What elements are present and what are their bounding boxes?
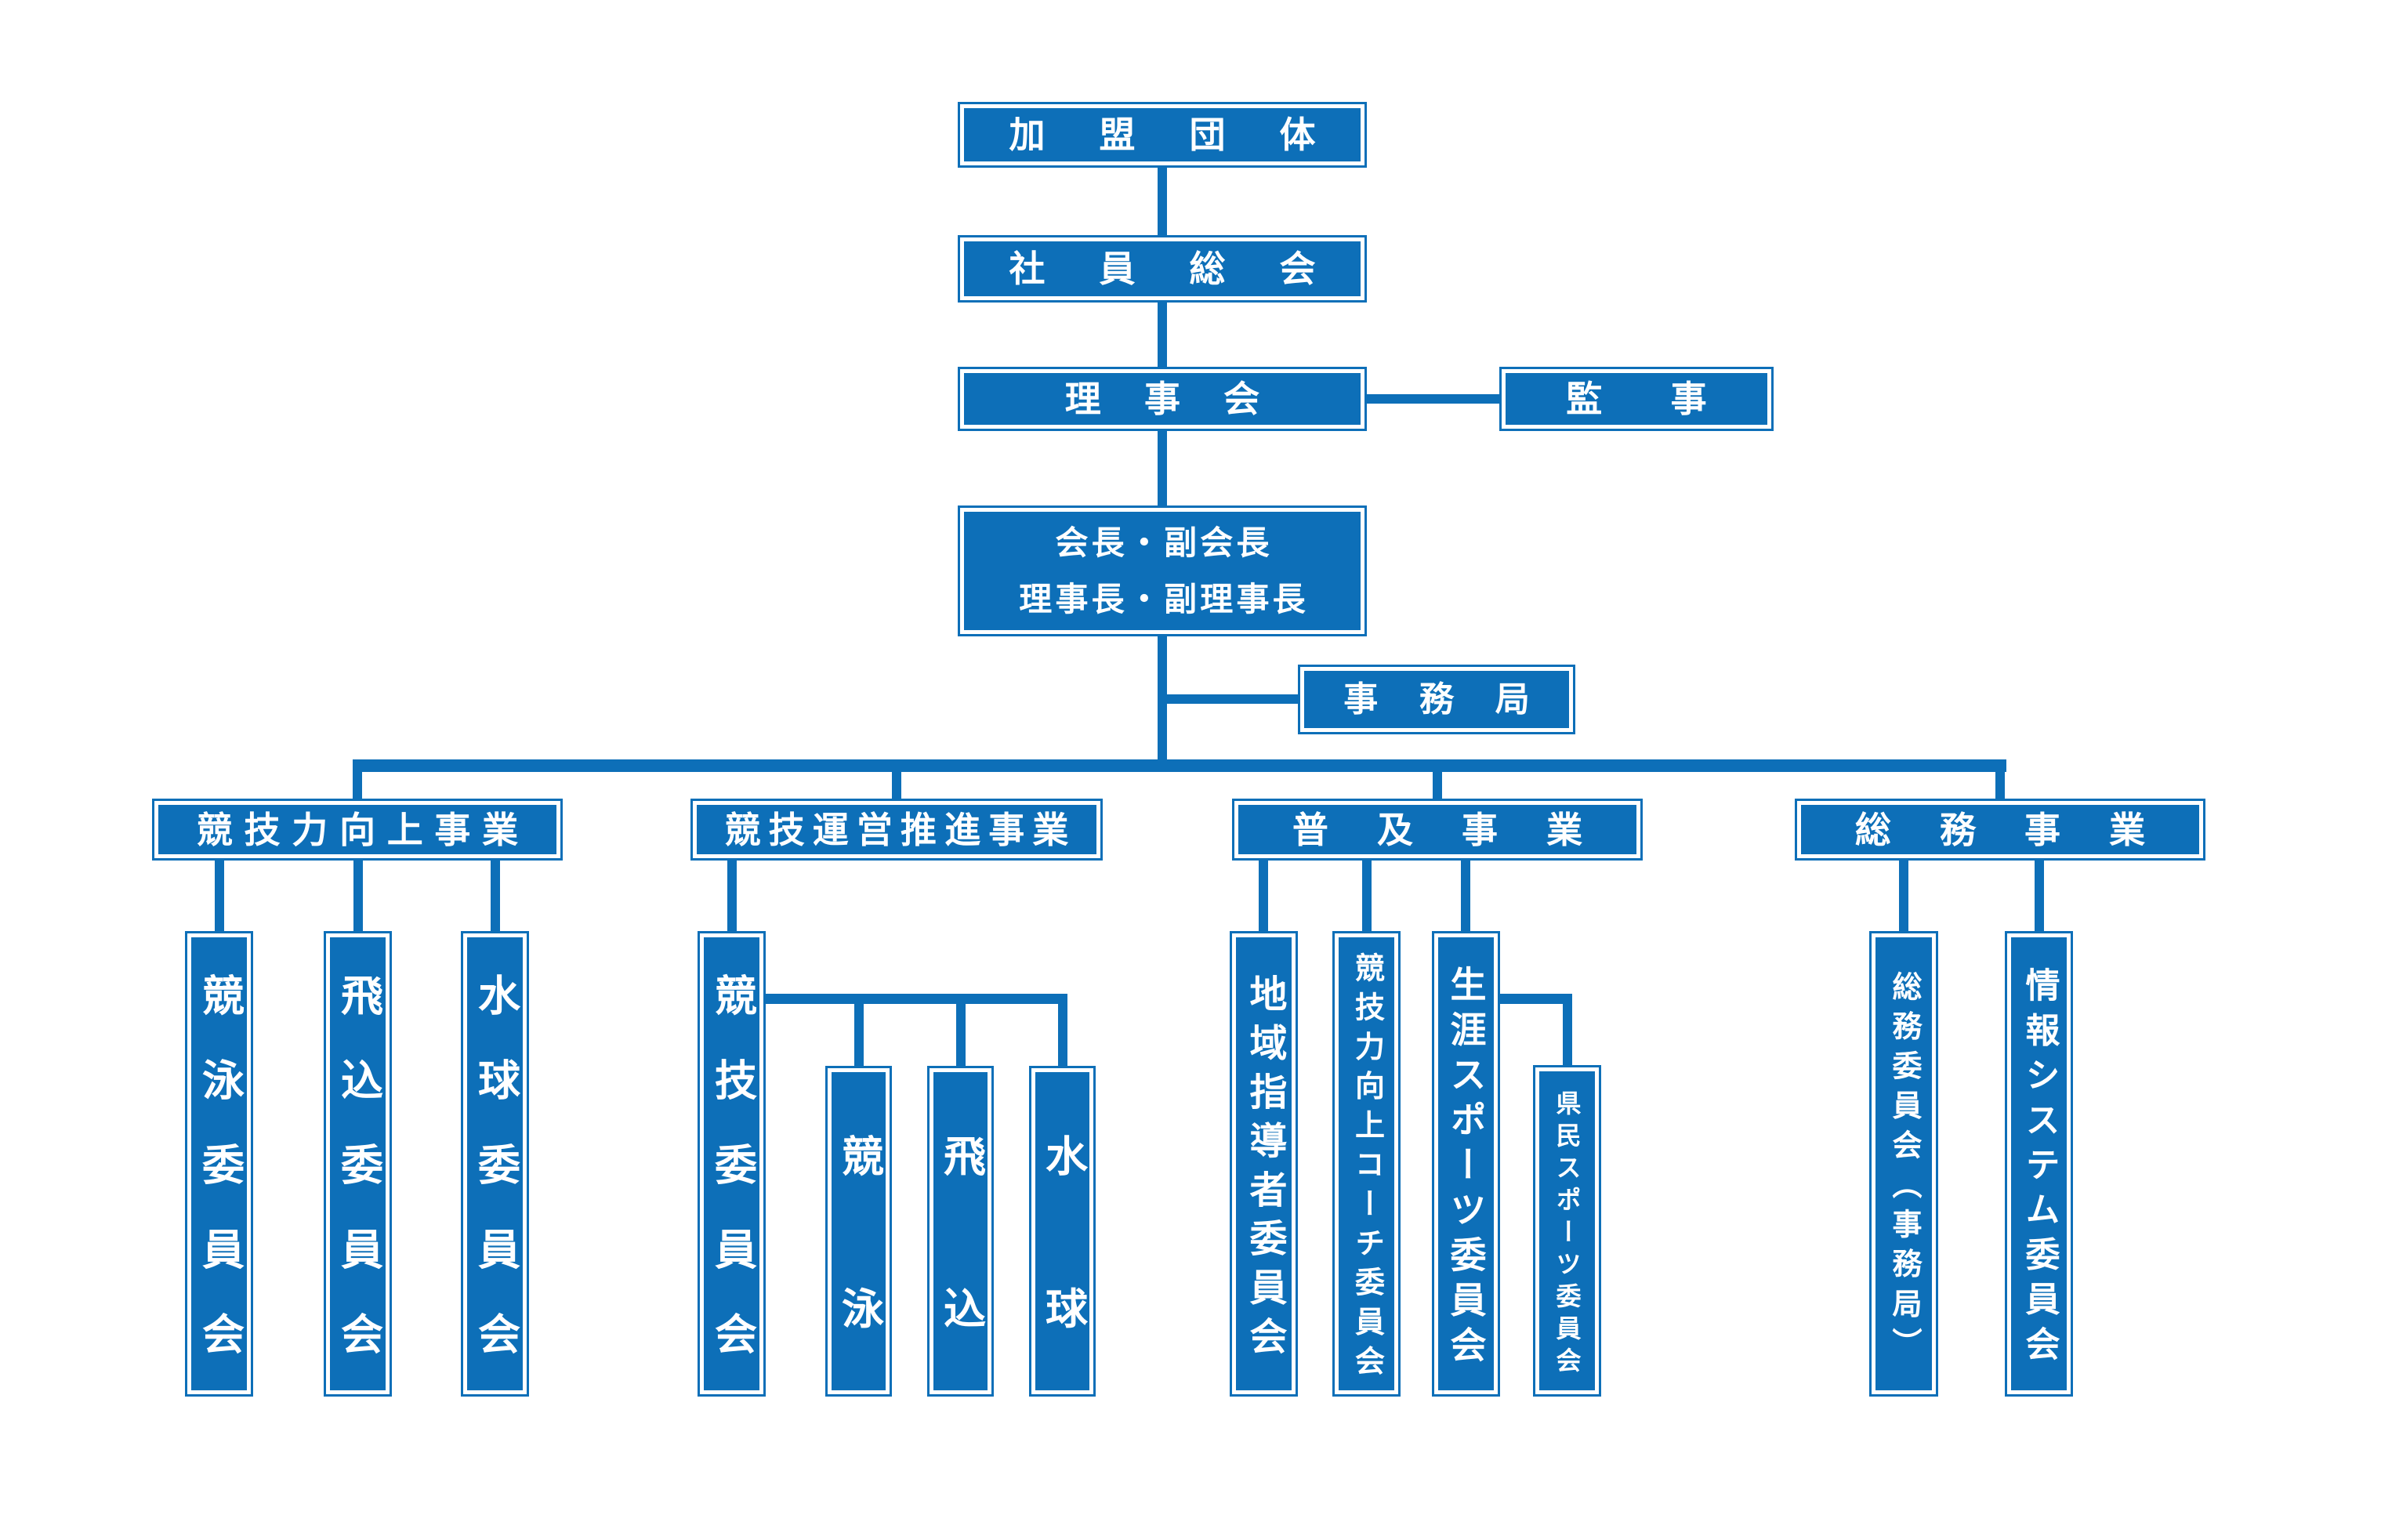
- connector-shain-rijikai: [1158, 301, 1167, 368]
- subcommittee-water-polo-label: 水球: [1038, 1133, 1086, 1439]
- committee-lifelong-sports-label: 生涯スポーツ委員会: [1445, 966, 1487, 1372]
- connector-kamei-shain: [1158, 166, 1167, 237]
- stub-b2-s2: [956, 1002, 966, 1067]
- subcommittee-swimming-label: 競泳: [835, 1133, 882, 1439]
- branch-header-general-affairs-label: 総務事業: [1854, 809, 2194, 850]
- stub-b3-c3: [1461, 859, 1470, 933]
- stub-branch3: [1433, 770, 1442, 801]
- branch-header-competition-management-label: 競技運営推進事業: [724, 809, 1077, 850]
- committee-regional-leaders: 地域指導者委員会: [1230, 931, 1298, 1397]
- connector-rijikai-kanji: [1364, 394, 1501, 404]
- committee-general-affairs-secretariat-label: 総務委員会（事務局）: [1887, 970, 1920, 1367]
- node-secretariat-label: 事務局: [1343, 679, 1571, 719]
- stub-b2-s3: [1058, 1002, 1067, 1067]
- committee-prefectural-sports: 県民スポーツ委員会: [1533, 1065, 1601, 1397]
- node-chairman-label: 理事長・副理事長: [1019, 580, 1309, 618]
- stub-branch4: [1995, 770, 2005, 801]
- connector-kenmin-h: [1497, 994, 1572, 1004]
- node-member-organizations-label: 加盟団体: [1009, 114, 1370, 155]
- committee-water-polo: 水球委員会: [461, 931, 529, 1397]
- stub-b4-c2: [2035, 859, 2044, 933]
- node-secretariat: 事務局: [1298, 665, 1575, 734]
- committee-performance-coach: 競技力向上コーチ委員会: [1332, 931, 1401, 1397]
- subline-branch2: [766, 994, 1067, 1004]
- subcommittee-diving: 飛込: [927, 1066, 994, 1439]
- connector-rijikai-kaicho: [1158, 429, 1167, 507]
- distribution-line: [353, 759, 2006, 772]
- stub-b1-c1: [215, 859, 224, 933]
- node-auditors-label: 監事: [1566, 379, 1776, 419]
- stub-b3-c1: [1259, 859, 1268, 933]
- committee-information-systems-label: 情報システム委員会: [2020, 967, 2059, 1371]
- stub-branch1: [353, 770, 362, 801]
- branch-header-dissemination: 普及事業: [1232, 799, 1643, 861]
- subcommittee-water-polo: 水球: [1029, 1066, 1096, 1439]
- stub-b1-c2: [353, 859, 363, 933]
- stub-branch2: [892, 770, 901, 801]
- committee-prefectural-sports-label: 県民スポーツ委員会: [1553, 1089, 1582, 1379]
- stub-b2-c1: [727, 859, 737, 933]
- committee-competition-label: 競技委員会: [708, 973, 756, 1397]
- branch-header-competitive-improvement-label: 競技力向上事業: [196, 809, 530, 850]
- committee-swimming-label: 競泳委員会: [195, 973, 243, 1397]
- connector-trunk-jimukyoku: [1162, 694, 1299, 704]
- subcommittee-diving-label: 飛込: [937, 1133, 984, 1439]
- stub-b3-c2: [1362, 859, 1372, 933]
- committee-diving: 飛込委員会: [324, 931, 392, 1397]
- committee-general-affairs-secretariat: 総務委員会（事務局）: [1869, 931, 1938, 1397]
- committee-performance-coach-label: 競技力向上コーチ委員会: [1350, 952, 1383, 1385]
- branch-header-competition-management: 競技運営推進事業: [690, 799, 1103, 861]
- branch-header-dissemination-label: 普及事業: [1292, 809, 1632, 850]
- committee-lifelong-sports: 生涯スポーツ委員会: [1432, 931, 1500, 1397]
- node-general-meeting-label: 社員総会: [1009, 248, 1370, 289]
- node-general-meeting: 社員総会: [958, 235, 1367, 303]
- node-board-of-directors-label: 理事会: [1064, 379, 1303, 419]
- committee-water-polo-label: 水球委員会: [471, 973, 519, 1397]
- committee-competition: 競技委員会: [698, 931, 766, 1397]
- node-auditors: 監事: [1499, 367, 1774, 431]
- node-president-chairman: 会長・副会長 理事長・副理事長: [958, 505, 1367, 636]
- stub-b4-c1: [1899, 859, 1908, 933]
- branch-header-competitive-improvement: 競技力向上事業: [152, 799, 563, 861]
- connector-kenmin-v: [1563, 994, 1572, 1067]
- node-board-of-directors: 理事会: [958, 367, 1367, 431]
- stub-b1-c3: [491, 859, 500, 933]
- branch-header-general-affairs: 総務事業: [1795, 799, 2205, 861]
- committee-swimming: 競泳委員会: [185, 931, 253, 1397]
- committee-regional-leaders-label: 地域指導者委員会: [1243, 973, 1285, 1365]
- stub-b2-s1: [854, 1002, 864, 1067]
- committee-diving-label: 飛込委員会: [334, 973, 382, 1397]
- committee-information-systems: 情報システム委員会: [2005, 931, 2073, 1397]
- node-member-organizations: 加盟団体: [958, 102, 1367, 168]
- subcommittee-swimming: 競泳: [825, 1066, 892, 1439]
- node-president-label: 会長・副会長: [1055, 524, 1273, 561]
